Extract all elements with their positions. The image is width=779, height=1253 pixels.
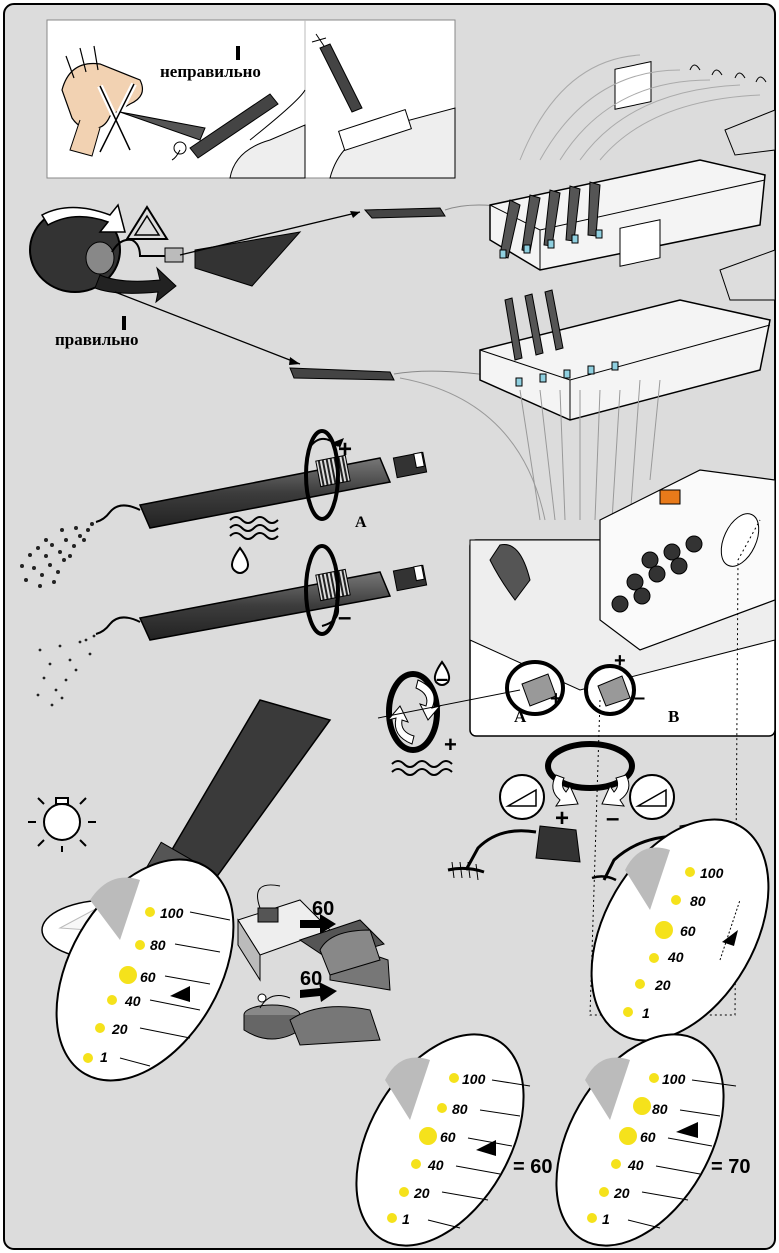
- water-plus-label: +: [338, 436, 352, 463]
- scale-left-60: 60: [140, 969, 156, 985]
- scale-left-20: 20: [111, 1021, 128, 1037]
- incorrect-label: неправильно: [160, 62, 261, 81]
- scale-right-100: 100: [700, 865, 724, 881]
- scale-right-40: 40: [667, 949, 684, 965]
- active-led: [655, 921, 673, 939]
- active-led: [119, 966, 137, 984]
- scale-b-20: 20: [613, 1185, 630, 1201]
- scale-right-80: 80: [690, 893, 706, 909]
- handpiece-label-a: A: [355, 514, 367, 531]
- scale-a-80: 80: [452, 1101, 468, 1117]
- result-60: = 60: [513, 1156, 552, 1178]
- scale-right-1: 1: [642, 1005, 650, 1021]
- scale-b-100: 100: [662, 1071, 686, 1087]
- scale-left-80: 80: [150, 937, 166, 953]
- knob-label-a: A: [514, 707, 527, 726]
- pedal-value-2: 60: [300, 968, 322, 990]
- power-minus: –: [606, 805, 619, 832]
- active-led: [419, 1127, 437, 1145]
- scale-a-60: 60: [440, 1129, 456, 1145]
- knob-a-plus: +: [550, 688, 562, 710]
- knob-label-b: B: [668, 707, 679, 726]
- scale-left-40: 40: [124, 993, 141, 1009]
- knob-b-plus: +: [614, 650, 626, 672]
- scale-a-100: 100: [462, 1071, 486, 1087]
- pedal-value-1: 60: [312, 898, 334, 920]
- scale-right-60: 60: [680, 923, 696, 939]
- active-led: [633, 1097, 651, 1115]
- scale-a-1: 1: [402, 1211, 410, 1227]
- scale-b-80: 80: [652, 1101, 668, 1117]
- scale-a-40: 40: [427, 1157, 444, 1173]
- scale-a-20: 20: [413, 1185, 430, 1201]
- scale-b-40: 40: [627, 1157, 644, 1173]
- active-led: [619, 1127, 637, 1145]
- ring-plus: +: [444, 732, 457, 757]
- incorrect-handling-panel: неправильно: [47, 20, 455, 178]
- scale-left-1: 1: [100, 1049, 108, 1065]
- scale-b-1: 1: [602, 1211, 610, 1227]
- scale-left-100: 100: [160, 905, 184, 921]
- knob-a-minus: –: [530, 651, 541, 673]
- scale-b-60: 60: [640, 1129, 656, 1145]
- water-minus-label: –: [338, 604, 351, 631]
- ring-minus: –: [436, 666, 448, 691]
- result-70: = 70: [711, 1156, 750, 1178]
- scale-right-20: 20: [654, 977, 671, 993]
- knob-b-minus: –: [634, 687, 645, 709]
- correct-label: правильно: [55, 330, 139, 349]
